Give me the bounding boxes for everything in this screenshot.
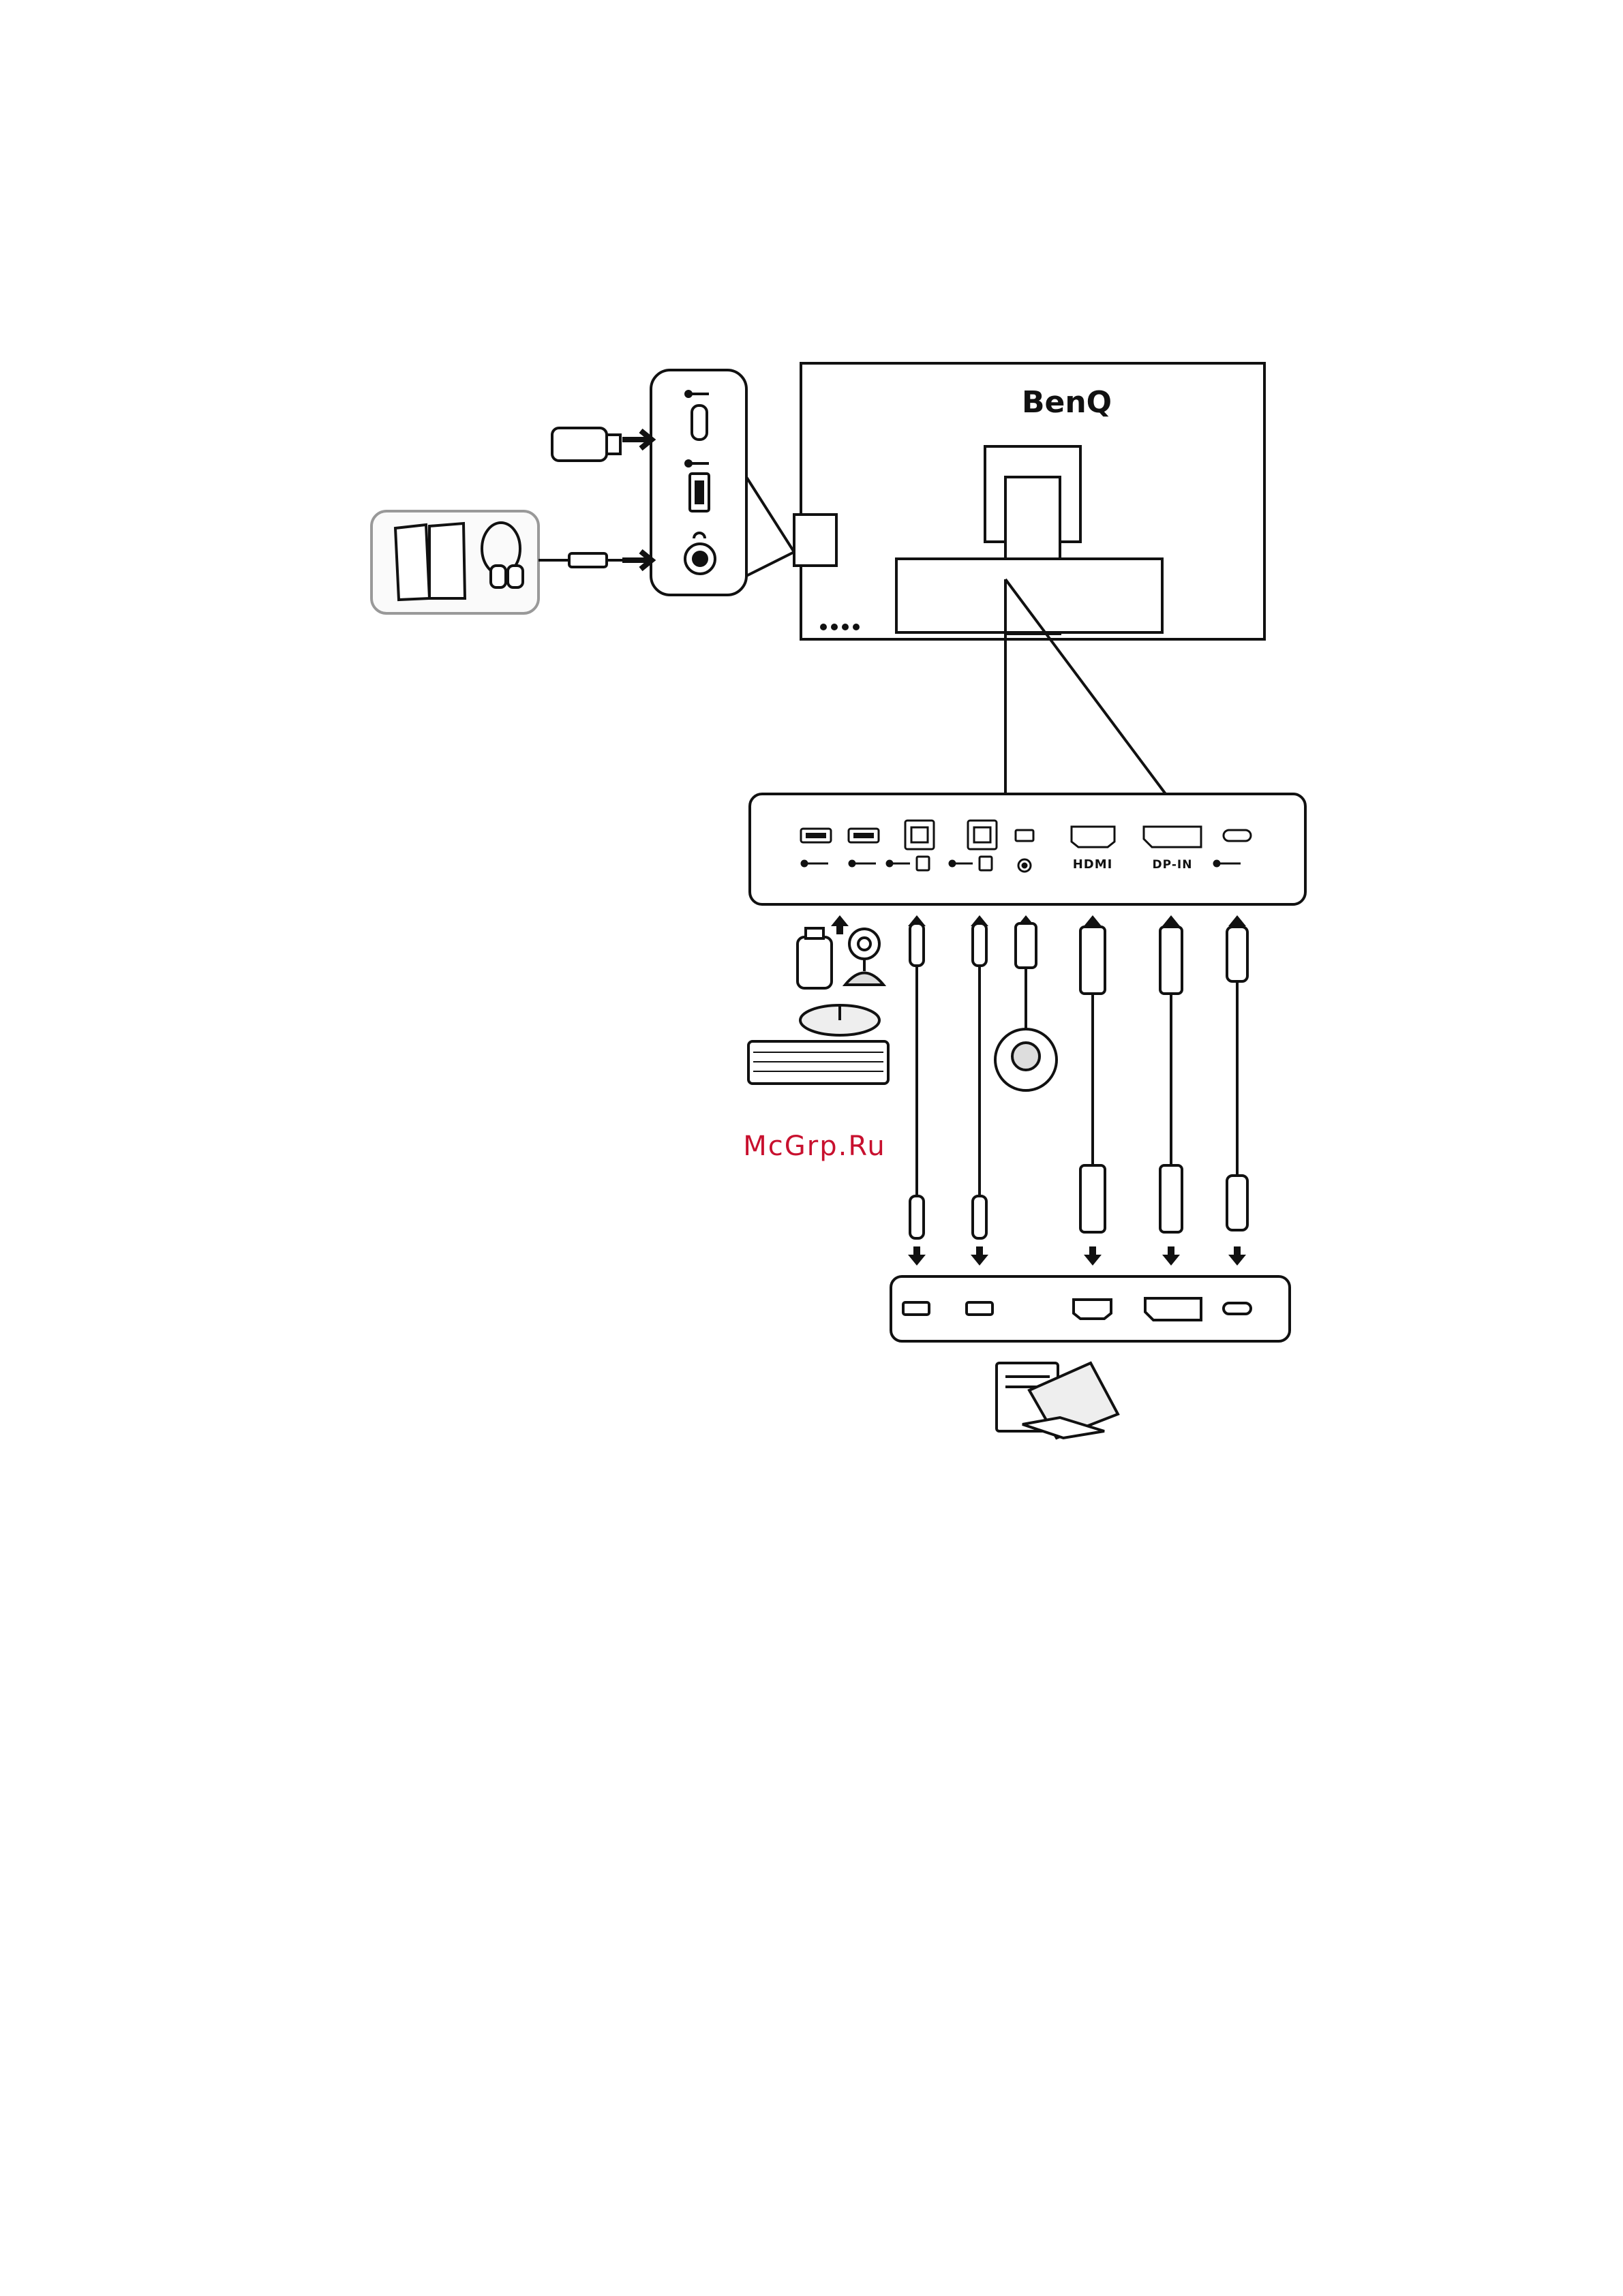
audio-devices-group — [371, 511, 539, 613]
brand-logo: BenQ — [1022, 385, 1112, 420]
computer-icon — [997, 1363, 1118, 1438]
audio-out-port[interactable] — [1016, 830, 1033, 841]
audio-cable — [539, 553, 631, 567]
keyboard-icon — [748, 1041, 888, 1084]
pc-usb-c-port[interactable] — [1224, 1303, 1251, 1314]
pc-displayport-port[interactable] — [1145, 1298, 1201, 1320]
webcam-icon — [845, 929, 883, 985]
displayport-port[interactable] — [1144, 827, 1201, 847]
upward-arrows — [831, 915, 1246, 934]
mouse-icon — [800, 1005, 879, 1035]
usb-c-port[interactable] — [1224, 830, 1251, 841]
side-port-panel — [651, 370, 794, 595]
arrow-right-icon — [622, 551, 652, 569]
watermark: McGrp.Ru — [743, 1131, 885, 1162]
arrow-right-icon — [622, 431, 652, 448]
hdmi-label: HDMI — [1073, 857, 1113, 872]
pc-usb-a-port-2[interactable] — [967, 1302, 992, 1315]
usb-flash-drive — [552, 428, 620, 461]
dp-in-label: DP-IN — [1153, 858, 1193, 872]
hdmi-port[interactable] — [1072, 827, 1114, 847]
usb-flash-drive — [798, 928, 832, 988]
speaker-dial-icon — [995, 1029, 1057, 1090]
pc-port-panel — [891, 1276, 1290, 1341]
downward-arrows — [908, 1246, 1246, 1266]
pc-usb-a-port-1[interactable] — [903, 1302, 929, 1315]
pc-hdmi-port[interactable] — [1074, 1300, 1111, 1319]
peripherals — [748, 928, 1057, 1090]
rear-io-panel — [750, 794, 1305, 904]
cables — [910, 923, 1247, 1238]
